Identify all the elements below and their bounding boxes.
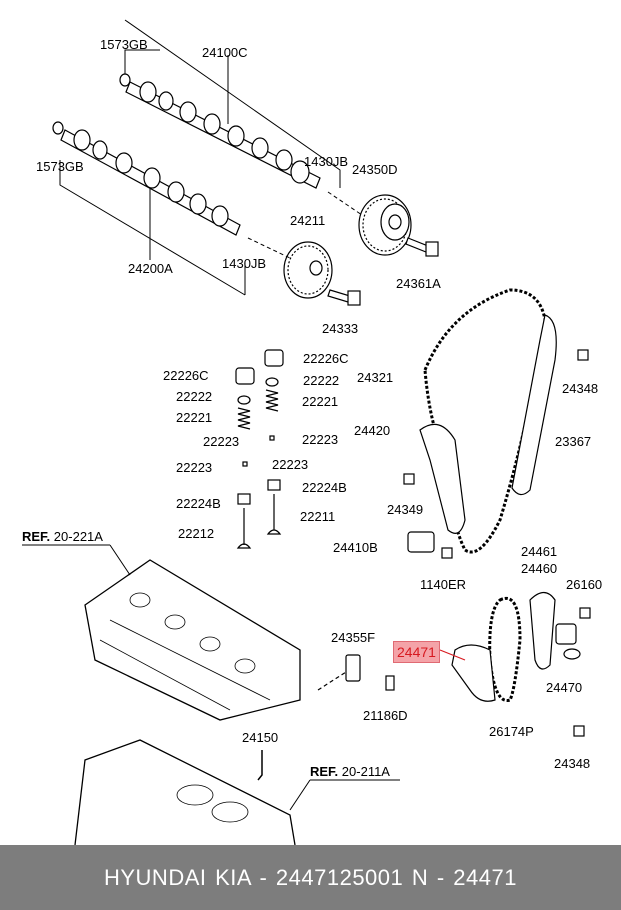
label-24211[interactable]: 24211 — [290, 213, 326, 228]
chain-guide — [511, 314, 557, 496]
valve-parts — [235, 349, 284, 549]
footer-bar: HYUNDAI KIA - 2447125001 N - 24471 — [0, 845, 621, 910]
label-24150[interactable]: 24150 — [242, 730, 279, 745]
label-23367[interactable]: 23367 — [555, 434, 592, 449]
bolt-21186d — [385, 675, 395, 691]
small-bolts — [403, 349, 591, 737]
chain-tensioner — [407, 531, 435, 553]
oil-pump-chain — [488, 596, 522, 702]
label-1140er[interactable]: 1140ER — [420, 577, 467, 592]
intake-camshaft — [119, 73, 321, 189]
label-22221[interactable]: 22221 — [302, 394, 339, 409]
label-24461[interactable]: 24461 — [521, 544, 558, 559]
label-24470[interactable]: 24470 — [546, 680, 583, 695]
label-24349[interactable]: 24349 — [387, 502, 424, 517]
oil-tensioner — [555, 623, 581, 660]
footer-part-number: HYUNDAI KIA - 2447125001 N - 24471 — [103, 864, 517, 890]
cylinder-head — [84, 559, 301, 721]
label-24321[interactable]: 24321 — [357, 370, 394, 385]
label-24100c[interactable]: 24100C — [202, 45, 248, 60]
exhaust-sprocket — [283, 241, 333, 299]
label-24420[interactable]: 24420 — [354, 423, 391, 438]
label-24200a[interactable]: 24200A — [128, 261, 173, 276]
reference-label-cylinder-head[interactable]: REF. 20-221A — [22, 530, 103, 544]
label-24460[interactable]: 24460 — [521, 561, 558, 576]
label-24355f[interactable]: 24355F — [331, 630, 376, 645]
bolt-24333 — [327, 289, 361, 306]
reference-label-cylinder-block[interactable]: REF. 20-211A — [310, 765, 390, 779]
label-24361a[interactable]: 24361A — [396, 276, 441, 291]
timing-chain — [423, 288, 547, 554]
label-22223[interactable]: 22223 — [302, 432, 339, 447]
cylinder-block — [74, 739, 296, 845]
label-22222[interactable]: 22222 — [176, 389, 213, 404]
label-22224b[interactable]: 22224B — [302, 480, 347, 495]
parts-diagram: 1573GB 24100C 1430JB 24350D 1573GB 24211… — [22, 19, 603, 845]
ref-prefix: REF. — [22, 529, 51, 544]
label-22212[interactable]: 22212 — [178, 526, 215, 541]
highlighted-part-24471[interactable]: 24471 — [393, 641, 440, 663]
label-24410b[interactable]: 24410B — [333, 540, 378, 555]
label-24348[interactable]: 24348 — [554, 756, 591, 771]
label-21186d[interactable]: 21186D — [363, 708, 408, 723]
label-1430jb[interactable]: 1430JB — [304, 154, 349, 169]
label-22211[interactable]: 22211 — [300, 509, 336, 524]
label-24348[interactable]: 24348 — [562, 381, 599, 396]
oil-pump-guide-24471 — [451, 644, 496, 702]
label-26174p[interactable]: 26174P — [489, 724, 534, 739]
label-24350d[interactable]: 24350D — [352, 162, 398, 177]
label-22222[interactable]: 22222 — [303, 373, 340, 388]
label-1573gb[interactable]: 1573GB — [100, 37, 148, 52]
label-24333[interactable]: 24333 — [322, 321, 359, 336]
diagram-drawing — [22, 19, 591, 845]
oil-control-valve — [317, 654, 361, 691]
label-22221[interactable]: 22221 — [176, 410, 213, 425]
oil-tensioner-arm — [529, 591, 556, 670]
label-22223[interactable]: 22223 — [176, 460, 213, 475]
cvvt-sprocket — [358, 194, 412, 256]
exhaust-camshaft — [52, 121, 241, 236]
label-22223[interactable]: 22223 — [203, 434, 240, 449]
ref-code: 20-221A — [53, 529, 103, 544]
tensioner-arm — [419, 423, 466, 534]
oil-jet — [257, 750, 263, 781]
label-22226c[interactable]: 22226C — [303, 351, 349, 366]
label-26160[interactable]: 26160 — [566, 577, 603, 592]
label-22226c[interactable]: 22226C — [163, 368, 209, 383]
ref-prefix: REF. — [310, 764, 339, 779]
label-1430jb[interactable]: 1430JB — [222, 256, 267, 271]
ref-code: 20-211A — [341, 764, 390, 779]
label-1573gb[interactable]: 1573GB — [36, 159, 84, 174]
label-22224b[interactable]: 22224B — [176, 496, 221, 511]
label-22223[interactable]: 22223 — [272, 457, 309, 472]
bolt-24361a — [405, 237, 439, 257]
